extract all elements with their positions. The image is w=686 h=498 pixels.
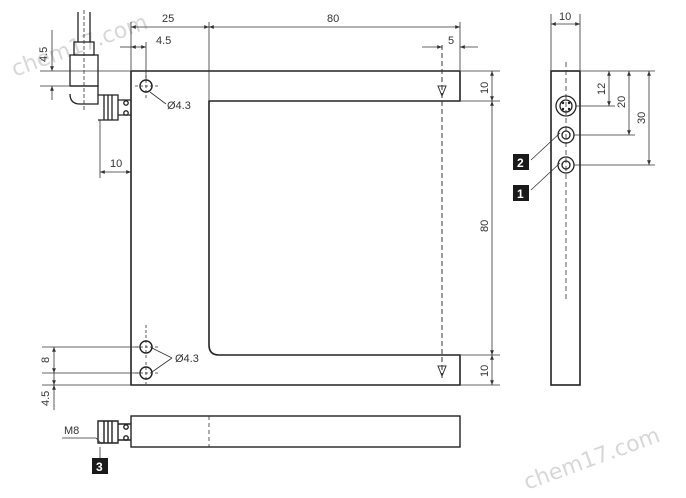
bottom-view (97, 415, 461, 448)
side-view (550, 70, 581, 386)
dim-hole-top: Ø4.3 (167, 100, 191, 112)
dim-25: 25 (162, 13, 174, 25)
dim-4-5-left-top: 4.5 (38, 47, 50, 62)
dim-5-right: 5 (448, 35, 454, 47)
dim-8-left: 8 (40, 357, 52, 363)
callout-1: 1 (513, 185, 529, 201)
svg-text:1: 1 (517, 187, 524, 201)
callout-2: 2 (513, 154, 529, 170)
dim-side-12: 12 (596, 83, 608, 95)
dim-4-5-inner: 4.5 (156, 35, 171, 47)
dim-right-80: 80 (479, 220, 491, 232)
dim-right-10-top: 10 (479, 82, 491, 94)
svg-text:3: 3 (96, 460, 103, 474)
dim-side-30: 30 (636, 112, 648, 124)
watermark-top: chem17.com (8, 10, 151, 82)
cable-connector (69, 12, 131, 121)
beam-arrow-bottom (437, 365, 447, 378)
dim-right-10-bottom: 10 (479, 365, 491, 377)
dim-connector-10: 10 (110, 158, 122, 170)
dim-m8: M8 (64, 425, 79, 437)
dim-4-5-left-bottom: 4.5 (40, 391, 52, 406)
beam-arrow-top (437, 85, 447, 98)
dim-side-10: 10 (559, 11, 571, 23)
dim-hole-bottom: Ø4.3 (175, 353, 199, 365)
watermark-bottom: chem17.com (521, 423, 664, 495)
u-frame-front-view (130, 70, 461, 386)
callout-3: 3 (92, 458, 108, 474)
dim-80-top: 80 (327, 13, 339, 25)
svg-text:2: 2 (517, 156, 524, 170)
dim-side-20: 20 (616, 96, 628, 108)
mounting-holes (139, 79, 153, 380)
